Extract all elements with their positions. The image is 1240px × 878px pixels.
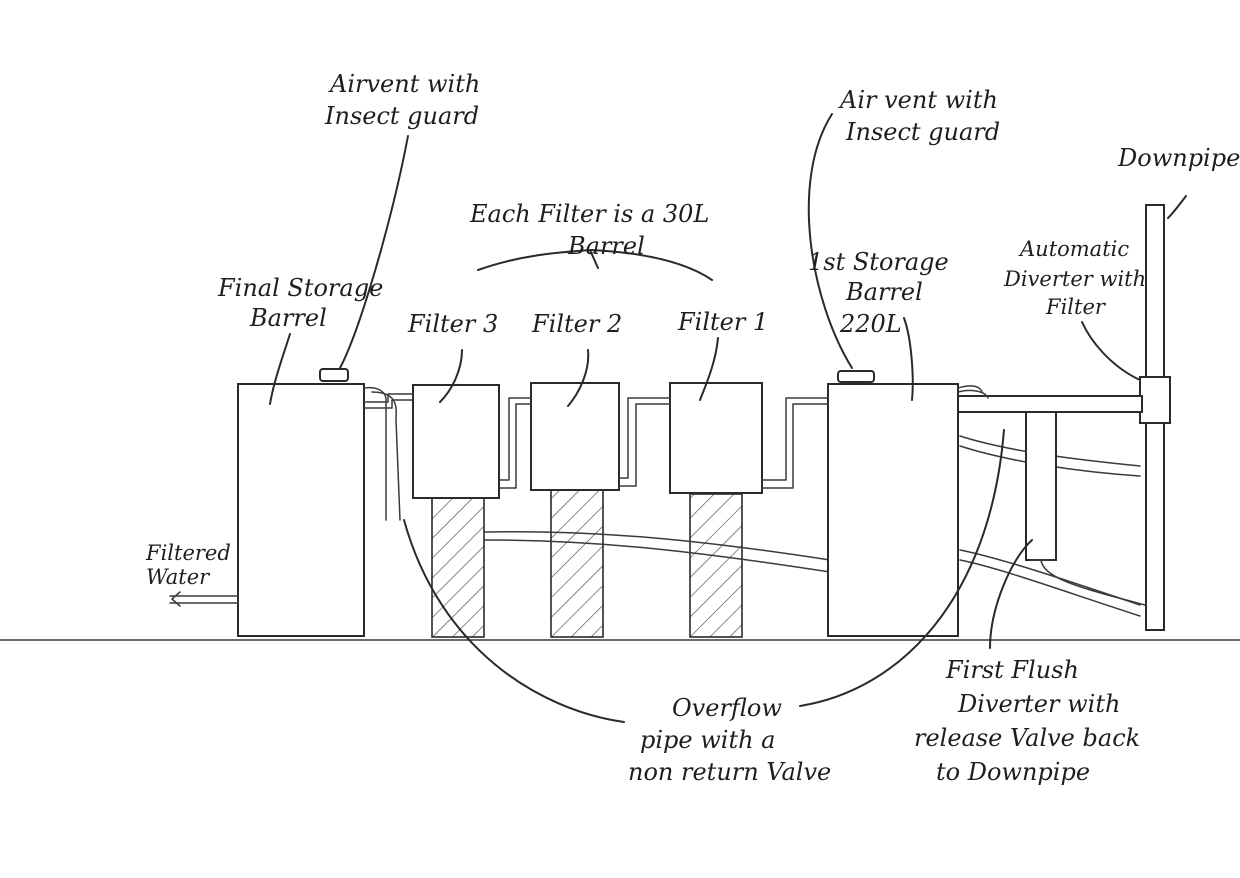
each-filter-label-line2: Barrel [567, 232, 645, 260]
leader-lines [269, 113, 1187, 723]
auto-diverter-label-line2: Diverter with [1003, 267, 1146, 291]
final-storage-barrel [237, 383, 365, 637]
inlet-pipe [957, 395, 1143, 413]
auto-diverter-label-line1: Automatic [1018, 237, 1129, 261]
connecting-pipes [169, 385, 989, 607]
filter1-label: Filter 1 [677, 308, 768, 336]
first-storage-label-line3: 220L [839, 310, 902, 338]
final-storage-label-line1: Final Storage [217, 274, 383, 302]
first-flush-label-line3: release Valve back [914, 724, 1140, 752]
airvent-right-label-line2: Insect guard [845, 118, 1000, 146]
first-flush-label-line4: to Downpipe [936, 758, 1090, 786]
automatic-diverter [1139, 376, 1171, 424]
filter2-barrel [530, 382, 620, 491]
overflow-label-line3: non return Valve [628, 758, 831, 786]
first-flush-label-line2: Diverter with [957, 690, 1120, 718]
airvent-left-label-line2: Insect guard [324, 102, 479, 130]
overflow-label-line1: Overflow [672, 694, 782, 722]
first-flush-diverter [1025, 411, 1146, 606]
first-storage-label-line1: 1st Storage [808, 248, 949, 276]
each-filter-label-line1: Each Filter is a 30L [469, 200, 709, 228]
filter2-label: Filter 2 [531, 310, 622, 338]
filter2-stand [550, 489, 604, 638]
downpipe-label: Downpipe [1117, 144, 1240, 172]
filter3-stand [431, 496, 485, 638]
filter1-stand [689, 493, 743, 638]
first-flush-label-line1: First Flush [945, 656, 1079, 684]
first-storage-barrel [827, 383, 959, 637]
filter3-barrel [412, 384, 500, 499]
airvent-right-label-line1: Air vent with [838, 86, 998, 114]
overflow-label-line2: pipe with a [640, 726, 776, 754]
airvent-right-cap [837, 370, 875, 383]
filter3-label: Filter 3 [407, 310, 498, 338]
airvent-left-label-line1: Airvent with [328, 70, 480, 98]
final-storage-label-line2: Barrel [249, 304, 327, 332]
first-storage-label-line2: Barrel [845, 278, 923, 306]
filtered-water-label-line2: Water [146, 565, 211, 589]
airvent-left-cap [319, 368, 349, 382]
filtered-water-label-line1: Filtered [145, 541, 231, 565]
auto-diverter-label-line3: Filter [1045, 295, 1107, 319]
filter1-barrel [669, 382, 763, 494]
